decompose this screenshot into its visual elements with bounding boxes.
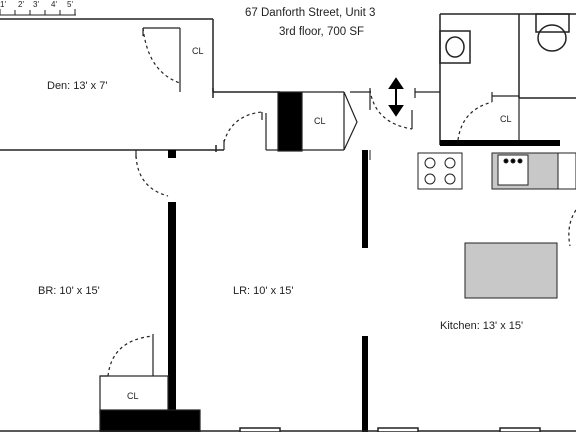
scale-bar: [0, 9, 76, 16]
kitchen-island: [464, 242, 558, 299]
room-label-kitchen: Kitchen: 13' x 15': [440, 320, 524, 332]
entry-arrow-icon: [388, 77, 404, 117]
scale-tick-2: 2': [18, 0, 24, 9]
entry-door: [369, 88, 440, 130]
floor-info: 3rd floor, 700 SF: [279, 26, 365, 38]
lr-kitchen-divider: [362, 150, 371, 432]
room-label-living-room: LR: 10' x 15': [233, 285, 294, 297]
kitchen-sink: [491, 152, 576, 190]
room-label-den: Den: 13' x 7': [47, 80, 108, 92]
bedroom-closet: [99, 334, 201, 432]
room-label-bedroom: BR: 10' x 15': [38, 285, 100, 297]
scale-tick-3: 3': [33, 0, 39, 9]
stove: [417, 152, 463, 190]
bottom-wall: [0, 427, 576, 432]
den-walls: [0, 18, 280, 152]
bathroom: [439, 13, 576, 145]
hall-closet: [277, 91, 370, 152]
den-closet: [142, 27, 181, 92]
bedroom-door: [135, 155, 169, 197]
address-title: 67 Danforth Street, Unit 3: [245, 7, 376, 19]
kitchen-closet: [457, 92, 520, 141]
kitchen-door: [568, 209, 576, 247]
scale-tick-5: 5': [67, 0, 73, 9]
closet-label-bedroom: CL: [127, 391, 139, 401]
scale-tick-4: 4': [51, 0, 57, 9]
kitchen-counter-wall: [440, 140, 560, 146]
closet-label-hall: CL: [314, 116, 326, 126]
closet-label-kitchen: CL: [500, 114, 512, 124]
scale-tick-1: 1': [0, 0, 6, 9]
br-lr-wall: [168, 150, 176, 432]
closet-label-den: CL: [192, 46, 204, 56]
hall-doors: [223, 111, 280, 151]
